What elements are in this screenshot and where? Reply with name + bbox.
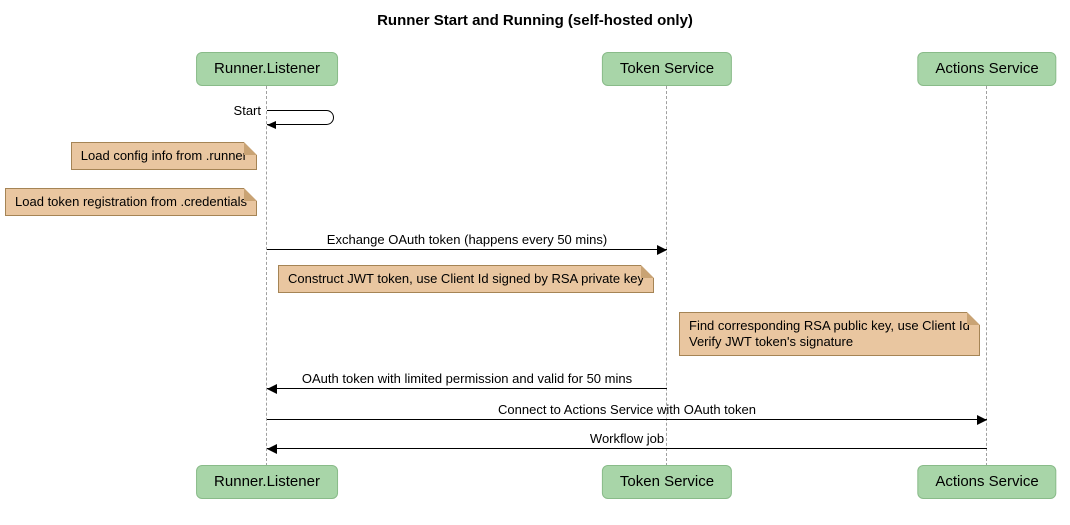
lifeline-runner-listener <box>266 86 267 466</box>
note-text: Load config info from .runner <box>80 148 247 163</box>
note-load-config: Load config info from .runner <box>70 142 258 170</box>
participant-actions-service-top: Actions Service <box>917 52 1057 86</box>
diagram-title: Runner Start and Running (self-hosted on… <box>377 12 693 29</box>
arrowhead <box>267 121 276 129</box>
participant-runner-listener-bottom: Runner.Listener <box>196 465 338 499</box>
note-construct-jwt: Construct JWT token, use Client Id signe… <box>278 265 654 293</box>
participant-token-service-bottom: Token Service <box>601 465 733 499</box>
lifeline-token-service <box>666 86 667 466</box>
note-text-line2: Verify JWT token's signature <box>689 334 854 349</box>
message-label: OAuth token with limited permission and … <box>301 371 633 386</box>
participant-label: Token Service <box>619 60 715 77</box>
message-label: Exchange OAuth token (happens every 50 m… <box>326 232 608 247</box>
participant-runner-listener-top: Runner.Listener <box>196 52 338 86</box>
participant-label: Runner.Listener <box>214 60 320 77</box>
arrowhead <box>267 444 277 454</box>
message-oauth-return: OAuth token with limited permission and … <box>267 371 667 394</box>
message-label: Connect to Actions Service with OAuth to… <box>498 402 756 417</box>
message-line <box>267 415 987 425</box>
message-workflow-job: Workflow job <box>267 431 987 454</box>
participant-token-service-top: Token Service <box>601 52 733 86</box>
message-line <box>267 384 667 394</box>
note-load-token-registration: Load token registration from .credential… <box>5 188 257 216</box>
participant-label: Actions Service <box>935 473 1039 490</box>
message-start-selfloop <box>267 110 334 125</box>
arrowhead <box>267 384 277 394</box>
note-text-line1: Find corresponding RSA public key, use C… <box>689 318 970 333</box>
arrowhead <box>977 415 987 425</box>
lifeline-actions-service <box>986 86 987 466</box>
message-start-label: Start <box>233 103 261 118</box>
participant-actions-service-bottom: Actions Service <box>917 465 1057 499</box>
message-exchange-oauth: Exchange OAuth token (happens every 50 m… <box>267 232 667 255</box>
participant-label: Runner.Listener <box>214 473 320 490</box>
message-connect-actions: Connect to Actions Service with OAuth to… <box>267 402 987 425</box>
message-line <box>267 444 987 454</box>
note-text: Construct JWT token, use Client Id signe… <box>288 271 644 286</box>
message-label: Workflow job <box>589 431 665 446</box>
participant-label: Token Service <box>619 473 715 490</box>
note-text: Load token registration from .credential… <box>15 194 247 209</box>
participant-label: Actions Service <box>935 60 1039 77</box>
note-verify-jwt: Find corresponding RSA public key, use C… <box>679 312 980 356</box>
arrowhead <box>657 245 667 255</box>
message-line <box>267 245 667 255</box>
